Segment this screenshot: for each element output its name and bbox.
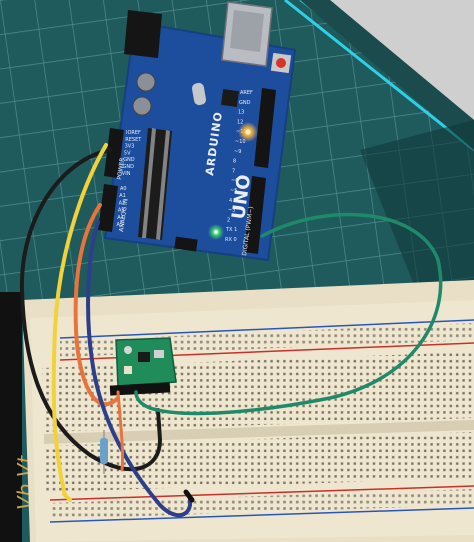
bottom-rail-holes (50, 489, 474, 519)
analog-pin-label: A0 (120, 186, 127, 192)
center-channel (44, 420, 474, 444)
analog-pin-label: A1 (119, 193, 126, 199)
mat-shadow (360, 120, 474, 330)
digital-pin-label: RX 0 (225, 237, 237, 243)
capacitor-1 (136, 72, 156, 92)
digital-pin-label: 13 (238, 110, 244, 116)
wire-end-black (183, 489, 195, 503)
lower-terminal-holes (44, 432, 474, 492)
led-l (245, 129, 251, 135)
arduino-board: ARDUINO UNO POWER ANALOG IN DIGITAL (PWM… (98, 1, 297, 262)
analog-pin-label: A3 (118, 208, 125, 214)
usb-ic (220, 88, 240, 108)
wire-green (134, 212, 443, 416)
icsp-header[interactable] (174, 236, 198, 252)
power-pin-label: IOREF (126, 130, 141, 136)
digital-pin-label: 7 (232, 168, 235, 174)
power-pin-label: GND (123, 164, 135, 170)
digital-pin-label: GND (239, 100, 251, 106)
dc-jack (124, 10, 162, 58)
crystal (191, 82, 207, 106)
wire-blue (86, 220, 193, 518)
rail-blue-bottom (49, 507, 474, 523)
sensor-mount-hole (124, 346, 132, 354)
sensor-module (109, 337, 177, 396)
digital-pin-label: AREF (240, 90, 253, 96)
power-pin-label: VIN (122, 171, 131, 177)
digital-header-high[interactable] (254, 88, 276, 168)
black-mat-edge (0, 292, 22, 542)
wire-orange (73, 203, 120, 407)
power-pin-label: 5V (124, 150, 131, 156)
mat-bevel (300, 0, 474, 150)
rail-red-bottom (49, 485, 474, 501)
wire-orange-short (116, 390, 125, 472)
digital-pin-label: 4 (229, 198, 232, 204)
wire-black (19, 148, 163, 472)
power-pin-label: 3V3 (125, 144, 135, 150)
resistor (100, 430, 108, 474)
sensor-component (154, 350, 164, 358)
digital-pin-label: 8 (233, 159, 236, 165)
analog-pin-label: A4 (117, 215, 124, 221)
digital-pin-label: ~6 (231, 178, 238, 184)
digital-pin-label: ~10 (235, 139, 246, 145)
power-header[interactable] (104, 128, 124, 178)
mat-edge-line (284, 0, 474, 152)
analog-pin-label: A2 (119, 200, 126, 206)
sensor-chip (138, 352, 150, 362)
analog-header[interactable] (98, 184, 118, 232)
digital-pin-label: ~3 (228, 208, 235, 214)
sensor-pin-header (109, 382, 171, 396)
power-pin-label: GND (123, 157, 135, 163)
digital-pin-label: 2 (227, 217, 230, 223)
digital-pin-label: ~9 (234, 149, 241, 155)
section-power-label: POWER (116, 157, 126, 180)
wires (19, 143, 443, 518)
power-pin-label: RESET (125, 137, 142, 143)
yellow-end (62, 492, 72, 502)
rail-blue-top (59, 319, 474, 339)
power-led (214, 230, 218, 234)
analog-pin-label: A5 (117, 222, 124, 228)
resistor-body (100, 438, 108, 464)
section-analog-label: ANALOG IN (118, 198, 130, 232)
digital-pin-label: ~5 (230, 188, 237, 194)
capacitor-2 (132, 96, 152, 116)
reset-button-cap[interactable] (276, 58, 286, 68)
wire-yellow (51, 143, 108, 497)
digital-pin-label: 12 (237, 119, 243, 125)
usb-inner (230, 10, 264, 52)
sensor-cap (124, 366, 132, 374)
digital-header-low[interactable] (244, 176, 266, 254)
digital-pin-label: TX 1 (225, 227, 237, 233)
